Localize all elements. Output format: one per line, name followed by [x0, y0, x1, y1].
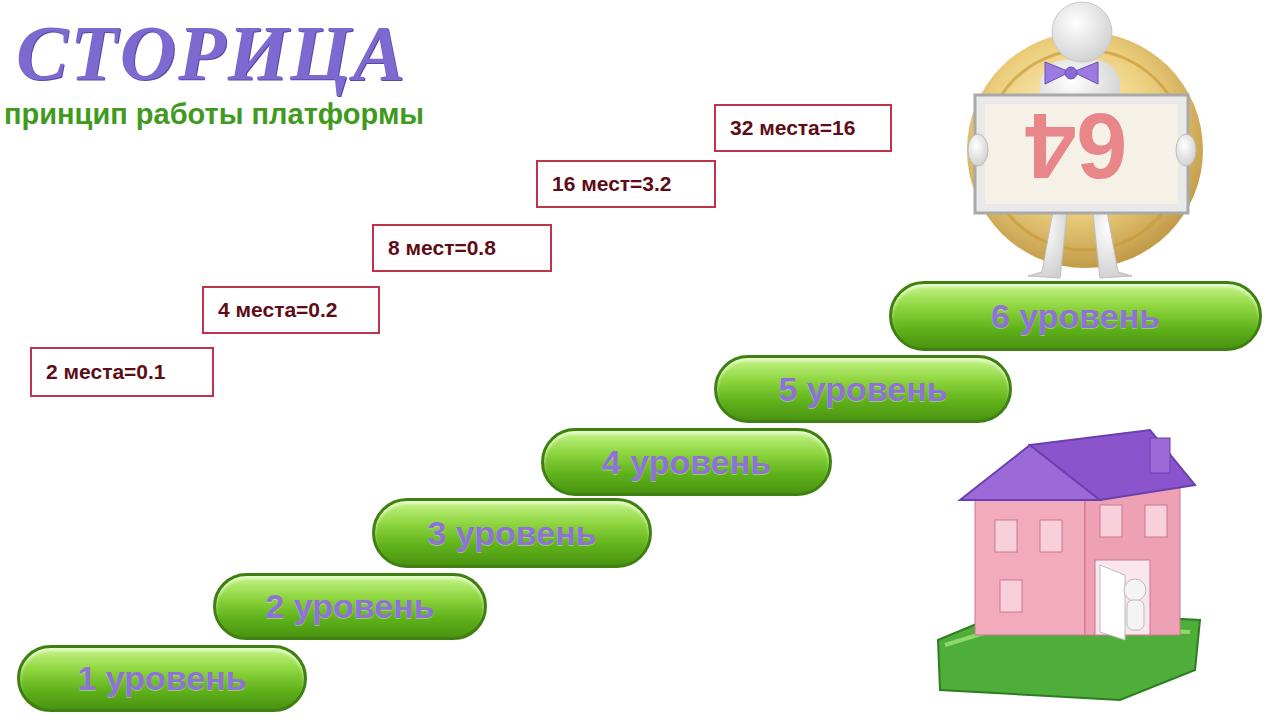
house-illustration — [938, 430, 1200, 700]
node-text: 4 места=0.2 — [218, 298, 338, 322]
node-text: 6 уровень — [991, 297, 1160, 336]
level-step: 3 уровень — [372, 498, 652, 568]
node-text: 32 места=16 — [730, 116, 855, 140]
places-box: 16 мест=3.2 — [536, 160, 716, 208]
places-box: 32 места=16 — [714, 104, 892, 152]
places-box: 2 места=0.1 — [30, 347, 214, 397]
node-text: 4 уровень — [602, 443, 771, 482]
level-step: 2 уровень — [213, 573, 487, 640]
node-text: 2 уровень — [265, 587, 434, 626]
node-text: 16 мест=3.2 — [552, 172, 672, 196]
node-text: 1 уровень — [77, 659, 246, 698]
places-box: 8 мест=0.8 — [372, 224, 552, 272]
level-step: 6 уровень — [889, 281, 1262, 351]
coin — [967, 32, 1203, 268]
node-text: 3 уровень — [427, 514, 596, 553]
sign-number: 64 — [1025, 100, 1127, 192]
level-step: 5 уровень — [714, 355, 1012, 423]
level-step: 4 уровень — [541, 428, 832, 496]
level-step: 1 уровень — [17, 645, 307, 712]
subtitle: принцип работы платформы — [4, 98, 424, 131]
node-text: 2 места=0.1 — [46, 360, 166, 384]
places-box: 4 места=0.2 — [202, 286, 380, 334]
stick-figure — [968, 2, 1196, 278]
node-text: 8 мест=0.8 — [388, 236, 496, 260]
node-text: 5 уровень — [778, 370, 947, 409]
title: СТОРИЦА — [16, 14, 407, 92]
